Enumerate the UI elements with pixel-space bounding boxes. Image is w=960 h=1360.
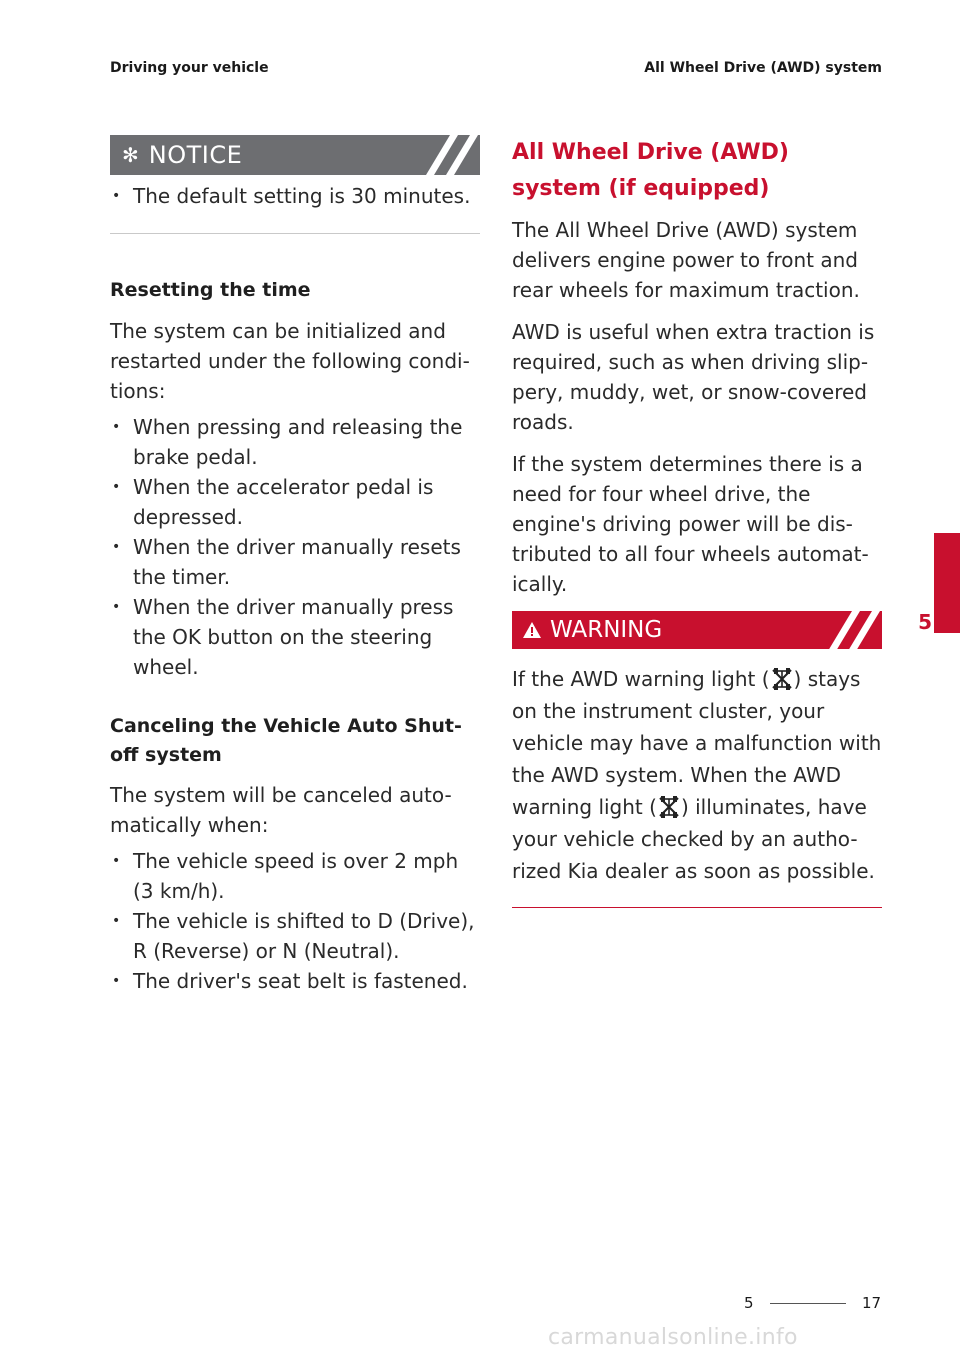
paragraph: The All Wheel Drive (AWD) system deliver… <box>512 218 860 302</box>
paragraph: AWD is useful when extra traction is req… <box>512 320 875 434</box>
footer-page-number: 17 <box>862 1294 882 1312</box>
paragraph: If the system determines there is a need… <box>512 452 869 596</box>
right-column: All Wheel Drive (AWD) system (if equippe… <box>512 135 882 908</box>
footer-divider <box>770 1303 846 1304</box>
awd-warning-light-icon <box>659 796 679 818</box>
canceling-heading: Canceling the Vehicle Auto Shut-off syst… <box>110 715 462 766</box>
footer-section-number: 5 <box>744 1294 754 1312</box>
awd-warning-light-icon <box>771 668 792 690</box>
warning-text-part: ) illuminates, have your vehicle checked… <box>512 795 875 883</box>
warning-divider <box>512 907 882 908</box>
list-item: The driver's seat belt is fastened. <box>110 966 480 996</box>
list-item: When the accelerator pedal is depressed. <box>110 472 480 532</box>
left-column: ✻ NOTICE The default setting is 30 minut… <box>110 135 480 996</box>
canceling-list: The vehicle speed is over 2 mph (3 km/h)… <box>110 846 480 996</box>
list-item: The vehicle is shifted to D (Drive), R (… <box>110 906 480 966</box>
list-item: When pressing and releasing the brake pe… <box>110 412 480 472</box>
warning-text: If the AWD warning light ( ) stays on th… <box>512 663 882 887</box>
warning-text-part: If the AWD warning light ( <box>512 667 770 691</box>
notice-divider <box>110 233 480 234</box>
notice-banner: ✻ NOTICE <box>110 135 480 175</box>
list-item: When the driver manually press the OK bu… <box>110 592 480 682</box>
chapter-tab-number: 5 <box>918 610 932 634</box>
section-title: All Wheel Drive (AWD) system (if equippe… <box>512 140 789 201</box>
canceling-intro: The system will be canceled auto-matical… <box>110 783 452 837</box>
watermark: carmanualsonline.info <box>548 1325 798 1350</box>
list-item: The vehicle speed is over 2 mph (3 km/h)… <box>110 846 480 906</box>
resetting-list: When pressing and releasing the brake pe… <box>110 412 480 682</box>
resetting-intro: The system can be initialized and restar… <box>110 319 470 403</box>
running-header-right: All Wheel Drive (AWD) system <box>644 60 882 76</box>
asterisk-icon: ✻ <box>122 143 139 167</box>
list-item: When the driver manually resets the time… <box>110 532 480 592</box>
notice-bullet: The default setting is 30 minutes. <box>110 181 480 211</box>
resetting-heading: Resetting the time <box>110 279 311 301</box>
running-header-left: Driving your vehicle <box>110 60 269 76</box>
chapter-tab <box>934 533 960 633</box>
notice-title: NOTICE <box>148 141 243 169</box>
stripes-decoration <box>426 135 478 175</box>
warning-triangle-icon <box>523 622 541 638</box>
stripes-decoration <box>829 611 880 649</box>
warning-title: WARNING <box>550 617 663 643</box>
warning-text-part: ) stays on the instrument cluster, your … <box>512 667 882 819</box>
warning-banner: WARNING <box>512 611 882 649</box>
